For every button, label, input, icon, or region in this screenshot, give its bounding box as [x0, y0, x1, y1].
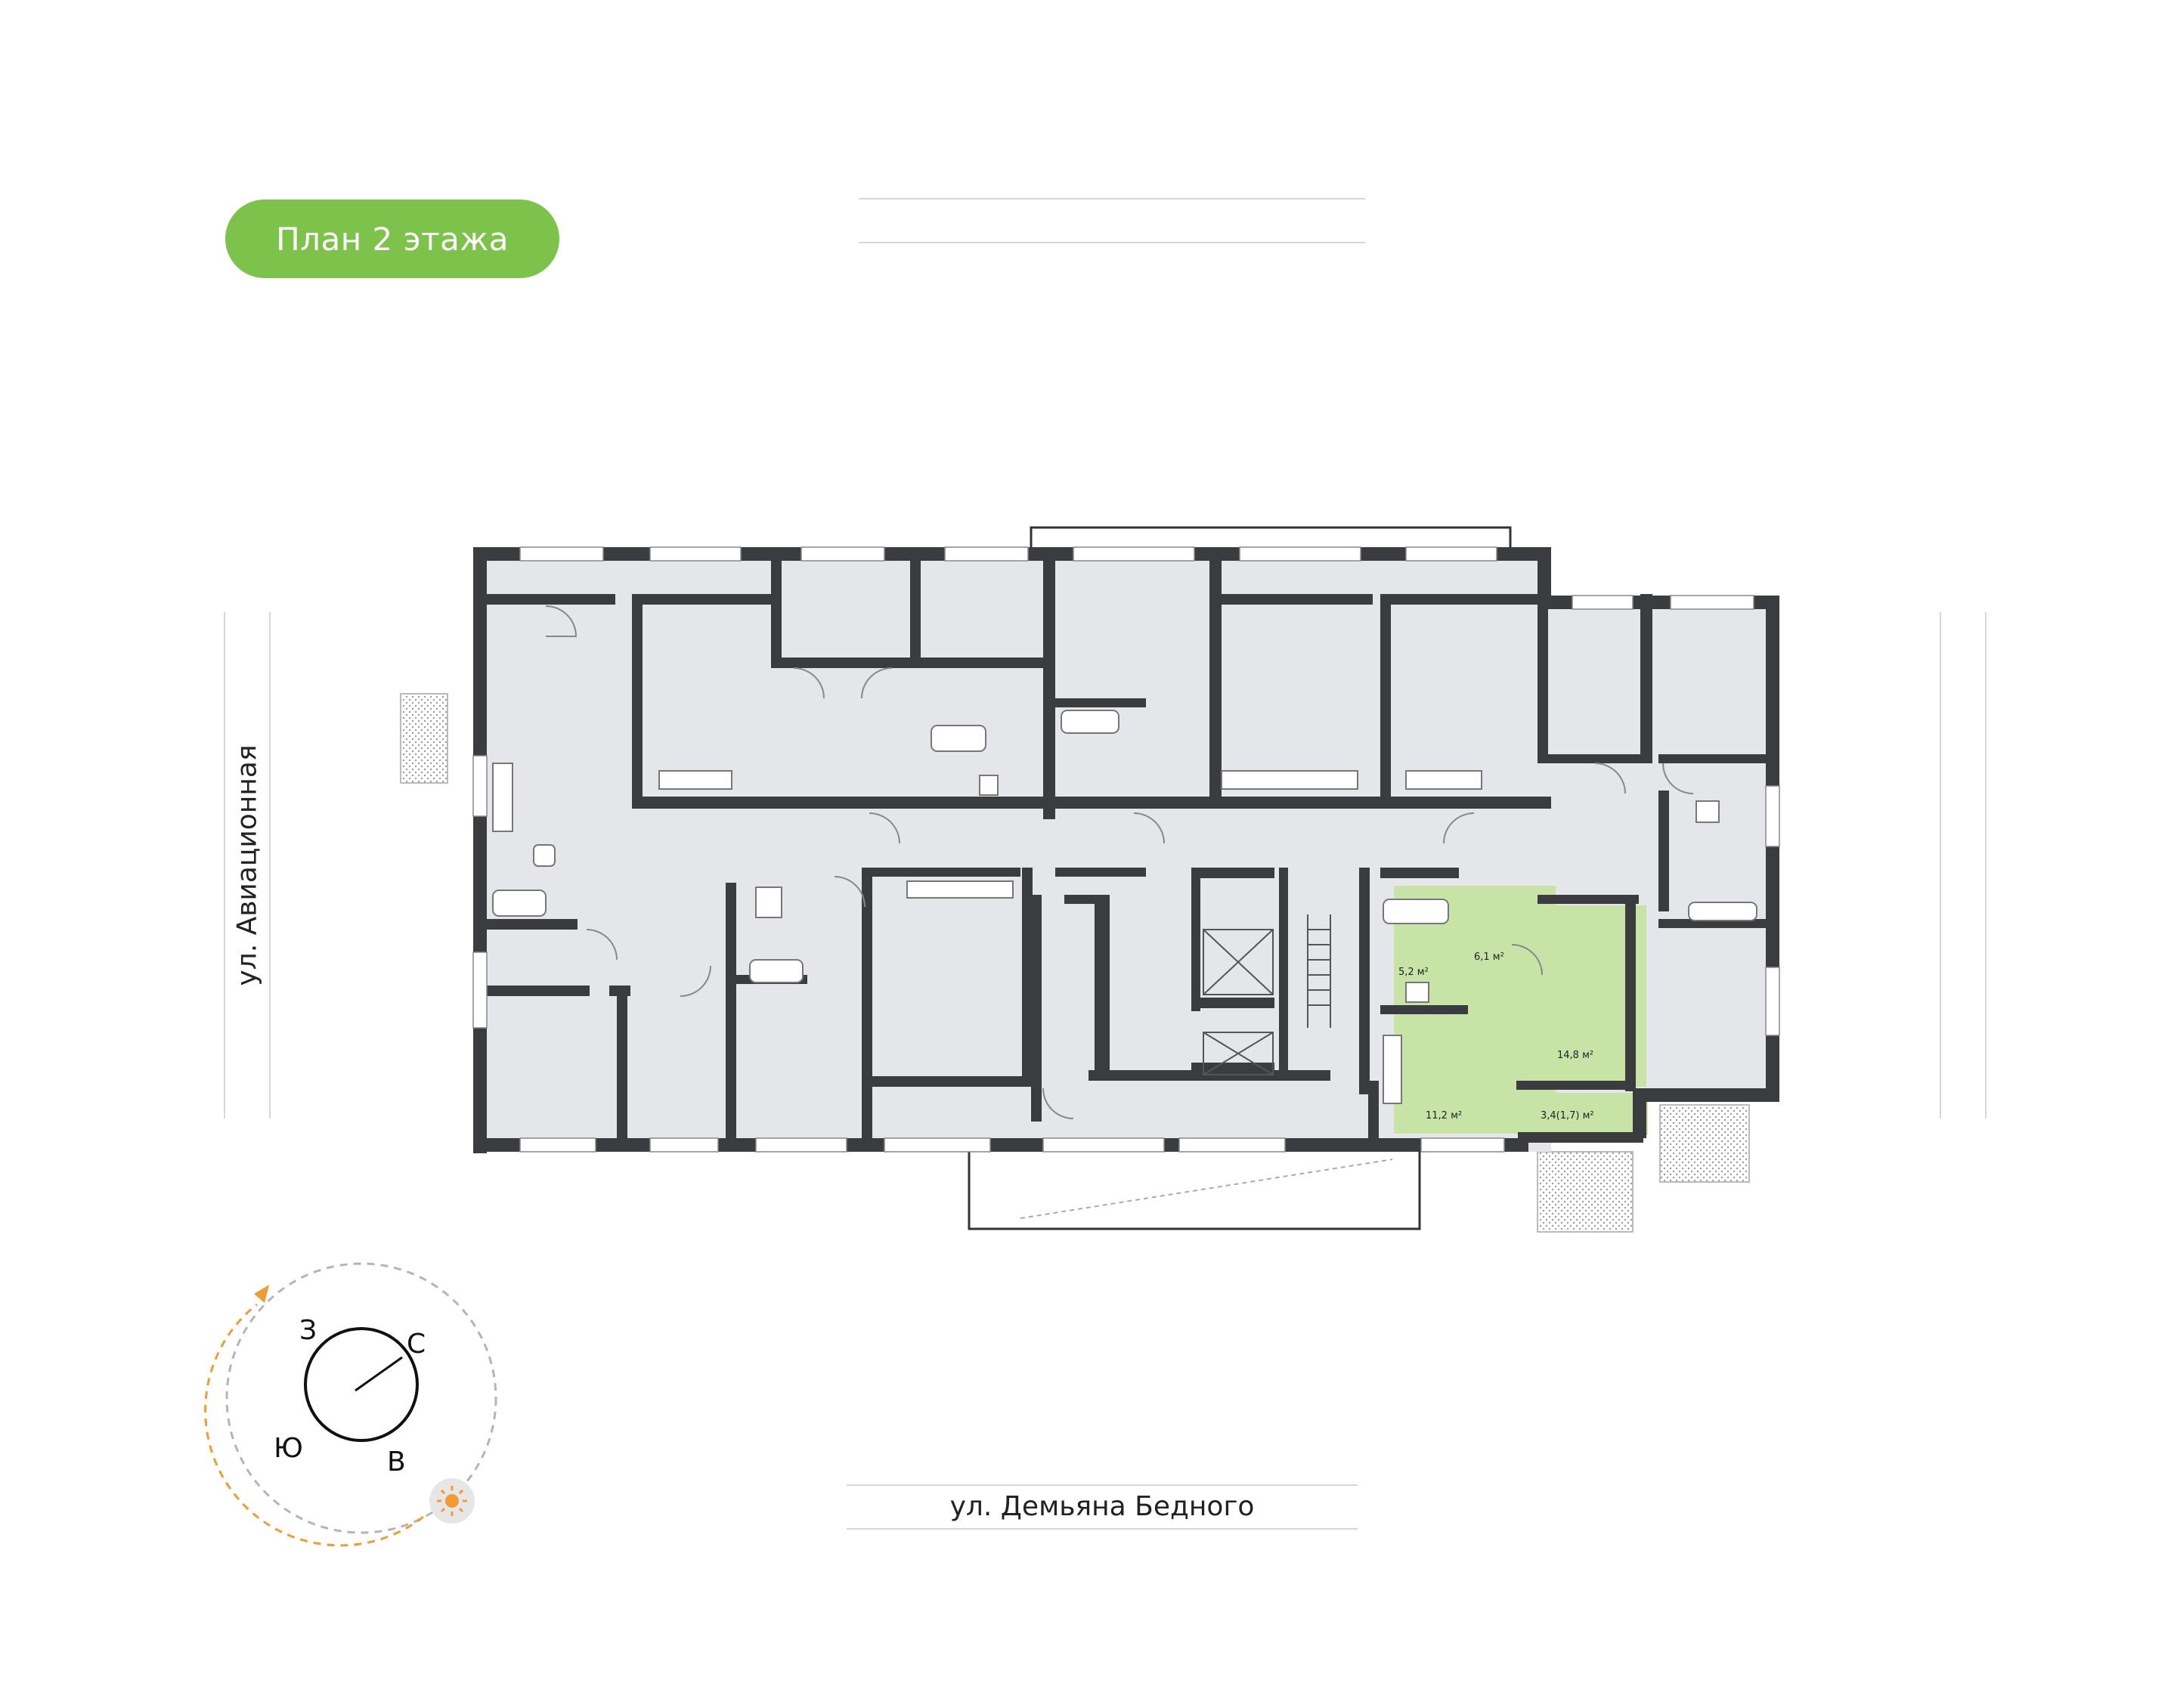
- compass-north: С: [407, 1329, 426, 1360]
- entrance-pad-bottom: [1537, 1151, 1634, 1233]
- fixtures: [492, 710, 1757, 1104]
- stairwell: [1203, 914, 1331, 1075]
- compass-south: Ю: [274, 1433, 303, 1464]
- doors: [545, 605, 1694, 1119]
- area-kitchen: 11,2 м²: [1426, 1110, 1462, 1122]
- area-balcony: 3,4(1,7) м²: [1541, 1110, 1594, 1122]
- compass-east: В: [387, 1447, 406, 1477]
- compass: З С Ю В: [204, 1262, 497, 1547]
- street-left: ул. Авиационная: [224, 612, 271, 1119]
- street-right: [1940, 612, 1987, 1119]
- building-interior: [478, 550, 1551, 1152]
- plan-title: План 2 этажа: [225, 200, 559, 278]
- entrance-pad-right: [1659, 1104, 1750, 1183]
- area-hallway: 6,1 м²: [1474, 951, 1504, 963]
- street-bottom-label: ул. Демьяна Бедного: [949, 1491, 1255, 1522]
- bottom-balcony: [968, 1149, 1421, 1230]
- street-bottom: ул. Демьяна Бедного: [847, 1484, 1358, 1530]
- sun-icon: [429, 1478, 475, 1524]
- entrance-pad-left: [400, 693, 448, 784]
- compass-arrow-icon: [254, 1285, 269, 1303]
- top-balcony: [1030, 526, 1512, 550]
- area-bathroom: 5,2 м²: [1398, 967, 1429, 978]
- area-room: 14,8 м²: [1557, 1050, 1593, 1061]
- compass-west: З: [299, 1315, 317, 1346]
- windows: [472, 546, 1780, 1153]
- street-top-lines: [859, 198, 1365, 243]
